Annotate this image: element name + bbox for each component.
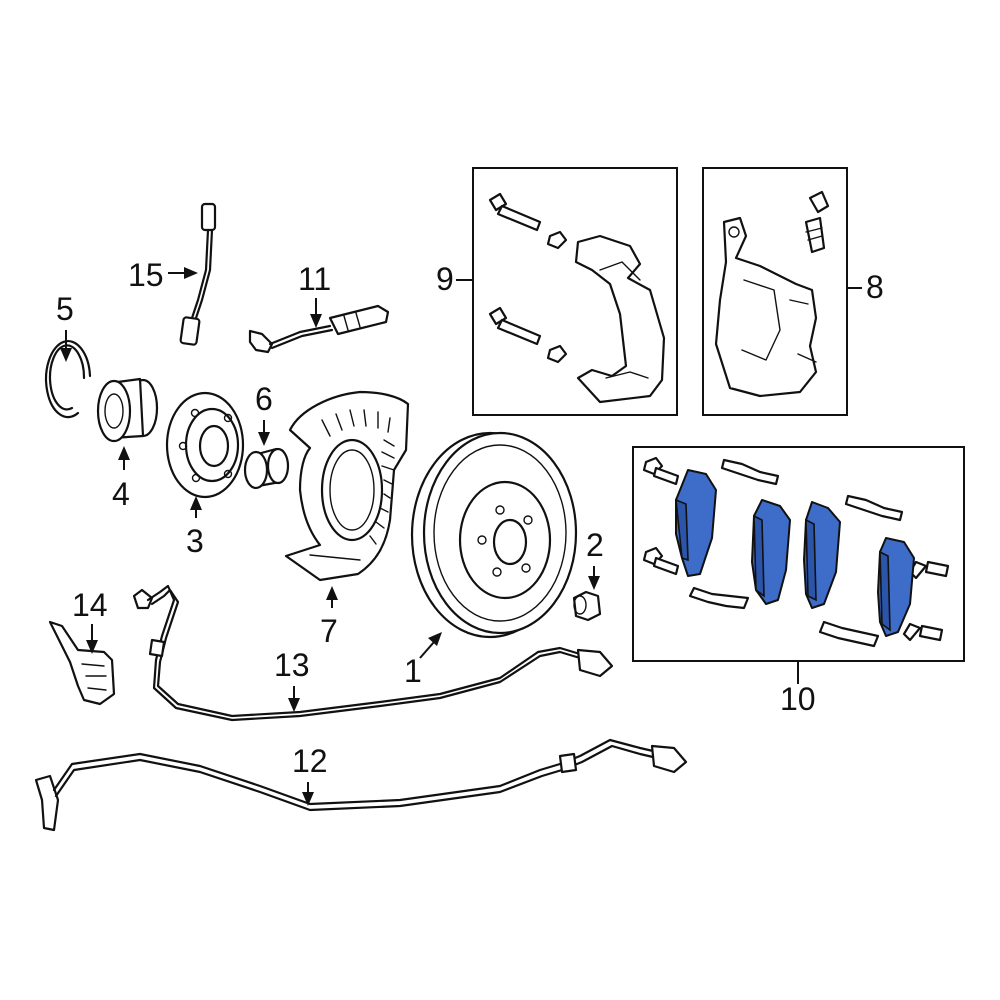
callout-12: 12 [292, 743, 328, 806]
callout-3: 3 [186, 496, 204, 559]
callout-11: 11 [298, 261, 331, 328]
callout-15: 15 [128, 257, 198, 293]
part-11-wear-sensor[interactable] [248, 304, 390, 354]
callout-1: 1 [404, 632, 442, 689]
callout-7: 7 [320, 586, 338, 649]
part-15-wear-sensor[interactable] [179, 202, 217, 346]
callout-14-label: 14 [72, 587, 108, 623]
callout-1-label: 1 [404, 653, 422, 689]
part-4-wheel-bearing[interactable] [96, 377, 159, 443]
callout-4-label: 4 [112, 476, 130, 512]
part-1-brake-rotor[interactable] [410, 431, 578, 639]
callout-8-label: 8 [866, 269, 884, 305]
callout-4: 4 [112, 446, 130, 512]
callout-13: 13 [274, 647, 310, 712]
callout-6-label: 6 [255, 381, 273, 417]
callout-3-label: 3 [186, 523, 204, 559]
part-10-brake-pad-kit[interactable] [632, 446, 965, 662]
part-2-lug-nut[interactable] [572, 590, 602, 622]
callout-7-label: 7 [320, 613, 338, 649]
callout-8: 8 [847, 269, 884, 305]
callout-14: 14 [72, 587, 108, 654]
callout-2: 2 [586, 527, 604, 590]
callout-12-label: 12 [292, 743, 328, 779]
callout-11-label: 11 [298, 261, 331, 297]
part-8-caliper[interactable] [702, 167, 848, 416]
callout-6: 6 [255, 381, 273, 446]
callout-2-label: 2 [586, 527, 604, 563]
callout-5: 5 [56, 291, 74, 362]
part-12-abs-sensor[interactable] [34, 738, 688, 832]
part-6-hub-cap[interactable] [243, 447, 290, 490]
callout-10: 10 [780, 661, 816, 717]
part-7-splash-shield[interactable] [284, 390, 410, 582]
part-9-caliper-bracket[interactable] [472, 167, 678, 416]
callout-10-label: 10 [780, 681, 816, 717]
callout-9-label: 9 [436, 261, 454, 297]
part-13-abs-sensor[interactable] [132, 584, 614, 722]
callout-13-label: 13 [274, 647, 310, 683]
callout-9: 9 [436, 261, 473, 297]
part-3-hub[interactable] [165, 391, 245, 499]
part-14-bracket[interactable] [48, 620, 116, 706]
part-5-snap-ring[interactable] [44, 339, 92, 419]
callout-15-label: 15 [128, 257, 164, 293]
callout-5-label: 5 [56, 291, 74, 327]
